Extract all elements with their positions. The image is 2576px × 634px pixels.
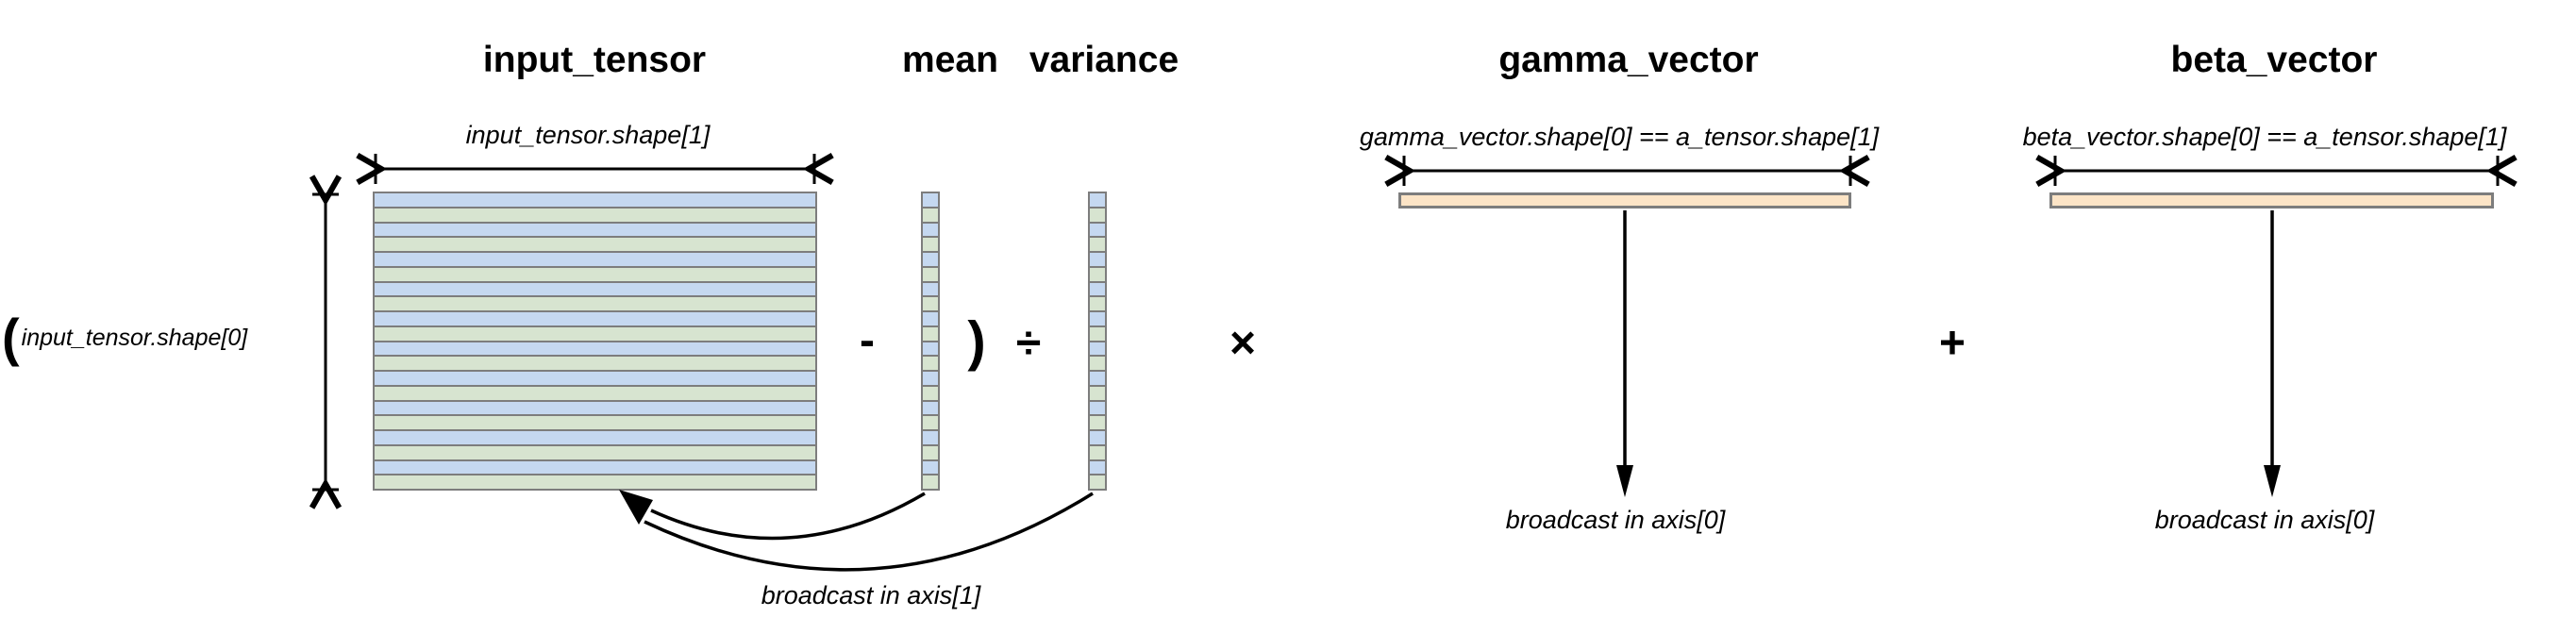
stripe-cell [375,386,815,400]
mean-title: mean [902,40,998,80]
stripe-cell [1090,431,1105,444]
stripe-cell [923,357,938,370]
broadcast-axis1-label: broadcast in axis[1] [761,581,981,609]
input-shape1-label: input_tensor.shape[1] [465,121,711,149]
stripe-cell [375,193,815,207]
divide-operator: ÷ [1015,318,1042,369]
stripe-cell [1090,267,1105,281]
axis1-broadcast-curves [644,492,1094,572]
stripe-cell [1090,476,1105,489]
stripe-cell [375,445,815,459]
stripe-cell [1090,372,1105,385]
stripe-cell [923,223,938,237]
stripe-cell [1090,312,1105,325]
stripe-cell [375,342,815,356]
input-tensor-matrix [373,192,817,491]
stripe-cell [1090,208,1105,222]
gamma-vector-title: gamma_vector [1498,40,1759,80]
stripe-cell [1090,401,1105,415]
stripe-cell [375,326,815,341]
broadcast-axis0-gamma-label: broadcast in axis[0] [1505,506,1726,534]
stripe-cell [923,431,938,444]
input-shape0-measure-arrow [312,194,339,490]
stripe-cell [923,326,938,341]
gamma-vector-bar [1398,192,1851,209]
stripe-cell [923,208,938,222]
stripe-cell [923,445,938,459]
stripe-cell [1090,238,1105,251]
stripe-cell [375,431,815,444]
stripe-cell [1090,282,1105,296]
stripe-cell [375,267,815,281]
stripe-cell [1090,416,1105,429]
stripe-cell [923,372,938,385]
variance-column-vector [1088,192,1107,491]
stripe-cell [1090,386,1105,400]
stripe-cell [923,238,938,251]
stripe-cell [923,460,938,475]
stripe-cell [923,282,938,296]
variance-title: variance [1029,40,1179,80]
stripe-cell [1090,326,1105,341]
stripe-cell [1090,460,1105,475]
plus-operator: + [1938,318,1966,369]
stripe-cell [375,416,815,429]
input-tensor-title: input_tensor [482,40,707,80]
variance-broadcast-curve [644,492,1094,572]
stripe-cell [1090,253,1105,266]
stripe-cell [375,312,815,325]
stripe-cell [1090,357,1105,370]
stripe-cell [375,223,815,237]
stripe-cell [375,357,815,370]
stripe-cell [375,476,815,489]
stripe-cell [1090,445,1105,459]
stripe-cell [923,267,938,281]
stripe-cell [375,297,815,310]
stripe-cell [375,238,815,251]
gamma-shape-measure-arrow [1404,156,1850,186]
beta-shape-measure-arrow [2055,156,2498,186]
close-paren-operator: ) [967,310,986,373]
stripe-cell [375,253,815,266]
gamma-shape-label: gamma_vector.shape[0] == a_tensor.shape[… [1359,123,1880,151]
open-paren-glyph: ( [2,308,20,367]
stripe-cell [923,386,938,400]
stripe-cell [1090,223,1105,237]
axis1-broadcast-arrowhead [619,490,653,525]
input-shape1-measure-arrow [376,154,814,184]
stripe-cell [1090,297,1105,310]
stripe-cell [923,401,938,415]
stripe-cell [923,312,938,325]
multiply-operator: × [1229,318,1257,369]
stripe-cell [923,416,938,429]
stripe-cell [375,372,815,385]
beta-broadcast-arrow [2264,210,2281,497]
stripe-cell [923,297,938,310]
stripe-cell [923,476,938,489]
gamma-broadcast-arrow [1616,210,1633,497]
beta-shape-label: beta_vector.shape[0] == a_tensor.shape[1… [2022,123,2507,151]
beta-vector-bar [2049,192,2494,209]
stripe-cell [375,208,815,222]
stripe-cell [923,193,938,207]
input-shape0-label: ( input_tensor.shape[0] [2,308,248,367]
minus-operator: - [860,315,875,366]
stripe-cell [923,342,938,356]
mean-broadcast-curve [650,492,926,541]
broadcast-axis0-beta-label: broadcast in axis[0] [2154,506,2375,534]
stripe-cell [375,401,815,415]
stripe-cell [923,253,938,266]
stripe-cell [375,282,815,296]
stripe-cell [1090,193,1105,207]
beta-vector-title: beta_vector [2170,40,2378,80]
stripe-cell [1090,342,1105,356]
stripe-cell [375,460,815,475]
mean-column-vector [921,192,940,491]
